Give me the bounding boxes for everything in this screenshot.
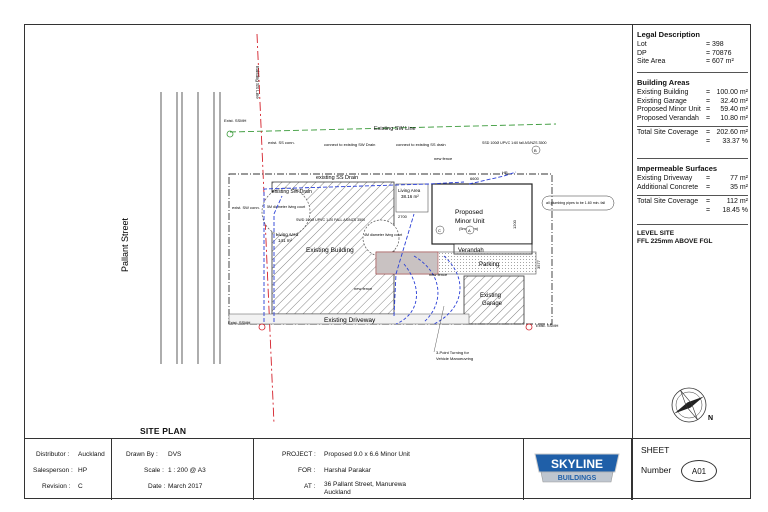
proposed-label-2: Minor Unit: [455, 218, 485, 225]
living-area-1-label: Living Area: [276, 232, 299, 237]
impermeable-total-row: Total Site Coverage=112 m²: [637, 198, 748, 206]
dim-1200: 1200: [512, 219, 517, 229]
site-plan-label: SITE PLAN: [140, 426, 187, 436]
dim-2700: 2700: [398, 214, 408, 219]
svg-text:N: N: [708, 415, 713, 422]
impermeable-pct-row: =18.45 %: [705, 206, 748, 214]
title-block: Distributor : Auckland Salesperson : HP …: [24, 438, 751, 500]
proposed-label-1: Proposed: [455, 209, 483, 216]
manhole-3: Exist. SSMH: [525, 323, 559, 331]
living-court-2-label: 4M diameter living court: [364, 233, 402, 237]
dim-6600: 6600: [470, 176, 480, 181]
section-a-label: A: [468, 228, 471, 233]
manhole-2: Exist. SSMH: [228, 320, 266, 331]
ssd-note: SSD 100Ø UPVC 1:60 fall AS/NZS 3500: [482, 141, 547, 145]
living-area-2-label: Living Area: [398, 188, 421, 193]
turning-note-1: 3-Point Turning for: [436, 350, 470, 355]
north-arrow-icon: N: [671, 387, 713, 423]
existing-sw-drain-label: existing SW Drain: [272, 189, 312, 195]
existing-sw-line-label: Existing SW Line: [374, 126, 416, 132]
tb-drawn-cell: Drawn By : DVS Scale : 1 : 200 @ A3 Date…: [112, 439, 254, 500]
section-marker-a: A: [465, 225, 475, 235]
plumbing-note: all plumbing pipes to be 1.60 min. fall: [546, 201, 605, 205]
building-area-row: Existing Garage=32.40 m²: [637, 97, 748, 105]
exist-ssmh-label-1: Exist. SSMH: [224, 118, 247, 123]
drawing-sheet: [24, 24, 751, 499]
legal-section: Legal Description Lot=398 DP=70876 Site …: [637, 30, 748, 73]
legal-row: Lot=398: [637, 41, 724, 48]
existing-garage-label-2: Garage: [482, 301, 503, 307]
living-court-1-label: 5M diameter living court: [267, 205, 305, 209]
building-area-row: Existing Building=100.00 m²: [637, 89, 748, 96]
property-boundary: [228, 173, 553, 325]
tb-project-cell: PROJECT : Proposed 9.0 x 6.6 Minor Unit …: [254, 439, 524, 500]
skyline-logo: SKYLINE BUILDINGS: [534, 453, 620, 483]
existing-garage-label-1: Existing: [480, 293, 501, 299]
building-total-row: Total Site Coverage=202.60 m²: [637, 129, 748, 137]
turning-note-2: Vehicle Manoeuvring: [436, 356, 473, 361]
info-panel: Legal Description Lot=398 DP=70876 Site …: [632, 24, 751, 438]
boundary-line: [256, 33, 275, 425]
impermeable-section: Impermeable Surfaces Existing Driveway=7…: [637, 164, 748, 225]
existing-ss-line-label: Existing SS Line: [255, 66, 260, 99]
section-b-label: B: [534, 148, 537, 153]
new-fence-label-3: new fence: [429, 272, 448, 277]
drain-lines: [263, 171, 517, 322]
red-concrete: [375, 251, 439, 275]
sheet-number-bubble: A01: [681, 460, 717, 482]
existing-building-label: Existing Building: [306, 247, 354, 254]
legal-row: DP=70876: [637, 49, 732, 57]
building-pct-row: =33.37 %: [705, 137, 748, 145]
existing-sw-line: [229, 123, 557, 133]
building-area-row: Proposed Minor Unit=59.40 m²: [637, 106, 748, 114]
existing-garage: [463, 275, 525, 325]
exist-sw-conn-label: exist. SW conn.: [232, 205, 260, 210]
exist-ssmh-label-2: Exist. SSMH: [228, 320, 251, 325]
impermeable-row: Additional Concrete=35 m²: [637, 183, 748, 191]
exist-ss-conn-label: exist. SS conn.: [268, 140, 295, 145]
turning-path: [395, 255, 461, 325]
connect-ss-label: connect to existing SS drain: [396, 142, 446, 147]
connect-sw-label: connect to existing SW Drain: [324, 142, 375, 147]
plumbing-note-box: [541, 195, 615, 211]
logo-line-2: BUILDINGS: [558, 475, 597, 482]
living-court-2: [362, 219, 400, 257]
legal-title: Legal Description: [637, 30, 700, 39]
proposed-minor-unit: [431, 183, 533, 245]
verandah-label: Verandah: [458, 248, 484, 254]
section-marker-b: B: [531, 145, 541, 155]
living-area-1-size: 141 m²: [278, 238, 293, 243]
manhole-1: Exist. SSMH: [224, 118, 247, 138]
tb-logo-cell: [524, 439, 632, 500]
new-fence-label-1: new fence: [434, 156, 453, 161]
section-c-label: C: [438, 228, 441, 233]
existing-driveway: [228, 313, 470, 325]
building-areas-title: Building Areas: [637, 78, 690, 87]
living-court-1: [261, 187, 311, 237]
level-note: LEVEL SITE FFL 225mm ABOVE FGL: [637, 230, 713, 245]
section-marker-c: C: [435, 225, 445, 235]
tb-sheet-cell: SHEET Number A01: [632, 439, 751, 500]
existing-driveway-label: Existing Driveway: [324, 317, 376, 324]
street-name: Pallant Street: [120, 217, 130, 272]
street-lines: [160, 92, 221, 364]
tb-distributor-cell: Distributor : Auckland Salesperson : HP …: [24, 439, 112, 500]
dim-3577: 3577: [536, 259, 541, 269]
building-area-row: Proposed Verandah=10.80 m²: [637, 114, 748, 122]
hp-label: HP: [502, 170, 508, 175]
turning-leader: [433, 305, 445, 353]
new-fence-label-2: new fence: [354, 286, 373, 291]
swd-note: SWD 100Ø UPVC 1:20 FALL AS/NZS 3500: [296, 218, 365, 222]
exist-ssmh-label-3: Exist. SSMH: [536, 323, 559, 328]
living-area-2: [395, 183, 429, 213]
logo-line-1: SKYLINE: [551, 457, 603, 471]
living-area-2-size: 38.16 m²: [401, 194, 419, 199]
parking-label: Parking: [479, 262, 499, 268]
site-plan-drawing: Pallant Street Existing SW Line Existing…: [120, 33, 615, 425]
existing-ss-drain-label: existing SS Drain: [316, 175, 358, 181]
legal-row: Site Area=607 m²: [637, 58, 734, 66]
impermeable-row: Existing Driveway=77 m²: [637, 175, 748, 182]
impermeable-title: Impermeable Surfaces: [637, 164, 718, 173]
building-areas-section: Building Areas Existing Building=100.00 …: [637, 78, 748, 159]
